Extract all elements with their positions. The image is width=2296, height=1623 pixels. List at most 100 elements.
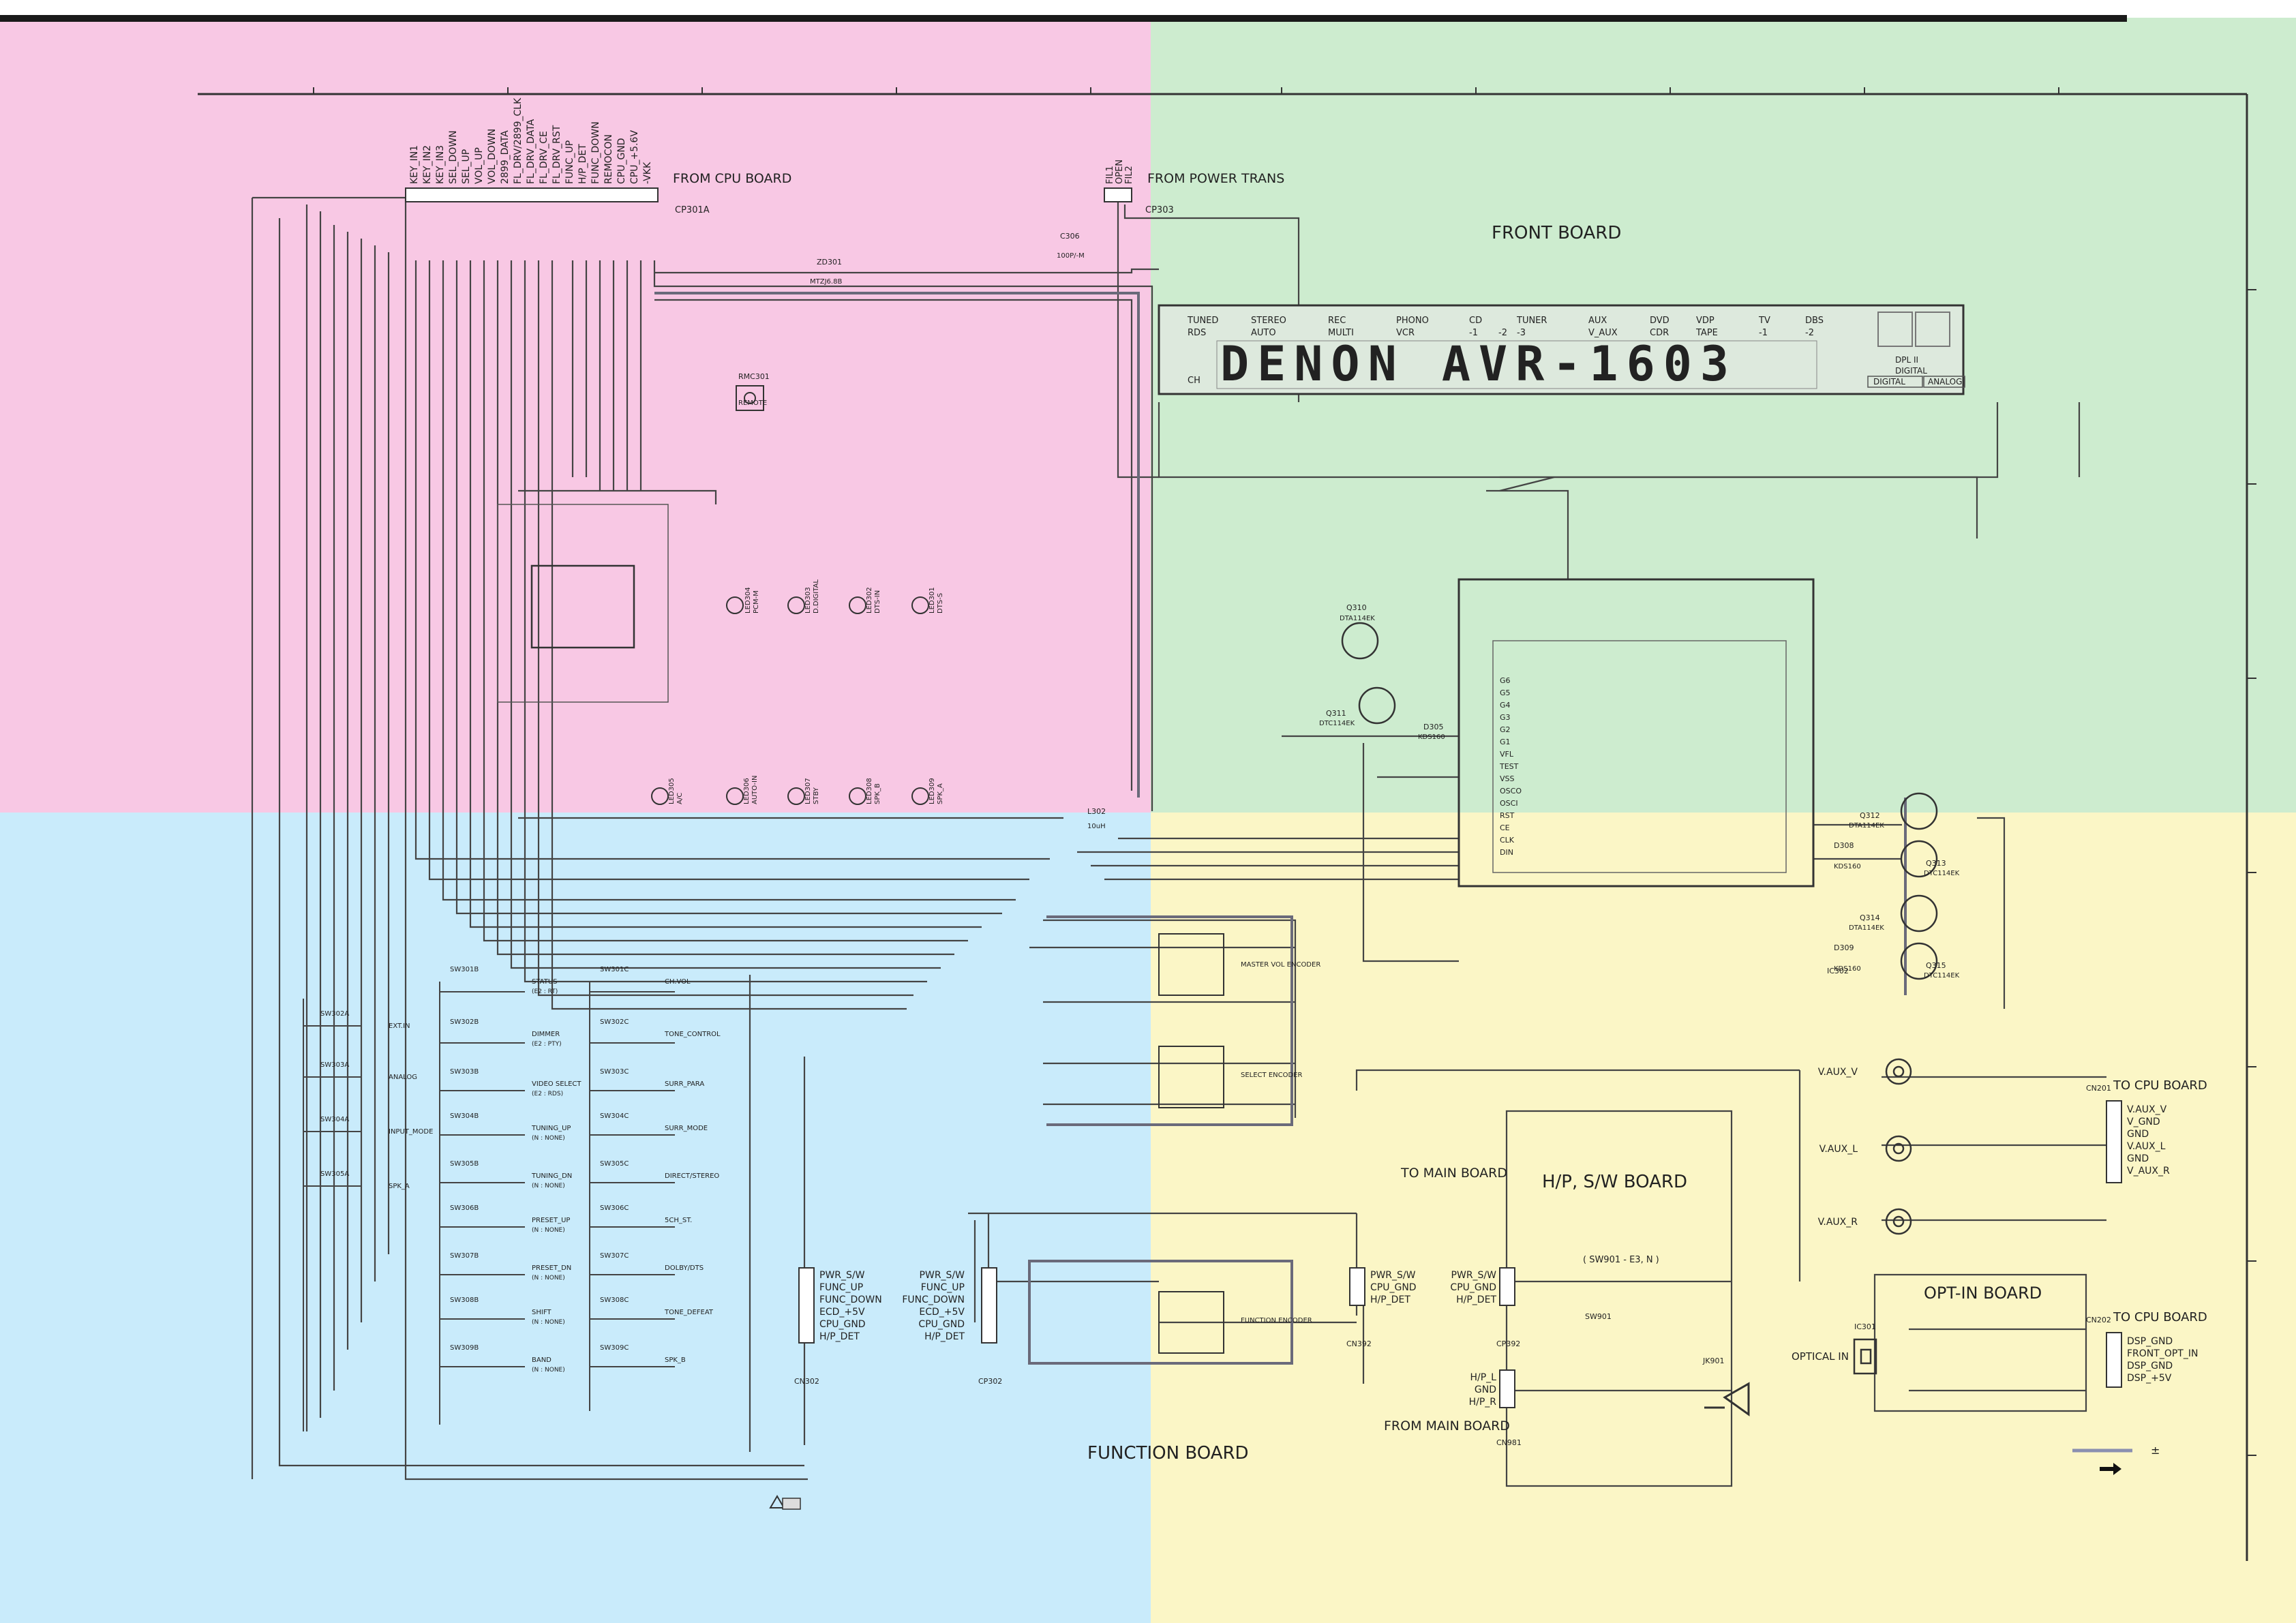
function-board-area — [0, 813, 1151, 1623]
d309-value: KDS160 — [1834, 965, 1861, 973]
led-desc-led305: A/C — [676, 793, 684, 804]
switch-ref-sw304b: SW304B — [450, 1112, 479, 1120]
cp303-pin-2: OPEN — [1115, 160, 1125, 184]
vfd-indicator-top-11: DBS — [1805, 316, 1824, 326]
to-cpu-board-label-1: TO CPU BOARD — [2113, 1078, 2207, 1093]
vfd-indicator-bottom-8: CDR — [1650, 328, 1669, 338]
legend — [2072, 1448, 2132, 1475]
ic302-pin-ce: CE — [1500, 823, 1510, 832]
cn981-pin-1: GND — [1475, 1384, 1496, 1395]
cp301-pin-17: CPU_GND — [616, 138, 627, 184]
vfd-indicator-bottom-11: -2 — [1805, 328, 1814, 338]
led-driver-chip — [497, 504, 669, 703]
switch-label-sw301b: STATUS — [532, 978, 558, 986]
switch-label-sw305b: TUNING_DN — [531, 1172, 572, 1180]
master-vol-encoder-label: MASTER VOL ENCODER — [1241, 961, 1320, 969]
switch-label-sw306b: PRESET_UP — [532, 1217, 570, 1224]
optical-in-label: OPTICAL IN — [1792, 1350, 1849, 1363]
cn302-pin-labels: PWR_S/WFUNC_UPFUNC_DOWNECD_+5VCPU_GNDH/P… — [819, 1270, 882, 1342]
cn202-pin-1: FRONT_OPT_IN — [2127, 1348, 2198, 1359]
hp-sw-board-title: H/P, S/W BOARD — [1542, 1172, 1687, 1192]
switch-ref-sw304a: SW304A — [320, 1116, 349, 1123]
cn201-pin-5: V_AUX_R — [2127, 1166, 2170, 1177]
vfd-indicators: TUNEDRDSSTEREOAUTORECMULTIPHONOVCRCD-1-2… — [1187, 316, 1824, 338]
ic302-chip — [1457, 578, 1815, 888]
ic302-pin-g4: G4 — [1500, 701, 1511, 710]
cp392-pin-0: PWR_S/W — [1451, 1270, 1497, 1281]
cp303-pin-1: FIL1 — [1105, 166, 1115, 184]
caution-mark — [769, 1495, 801, 1510]
switch-ref-sw305c: SW305C — [600, 1160, 629, 1168]
l302-value: 10uH — [1087, 823, 1106, 830]
cn302-pin-3: ECD_+5V — [819, 1307, 865, 1318]
headphone-jack — [1704, 1382, 1750, 1416]
led-ref-led309: LED309 — [928, 778, 936, 804]
cp302-ref: CP302 — [978, 1377, 1002, 1386]
cp301-pin-14: H/P_DET — [577, 144, 588, 184]
cn302-pin-4: CPU_GND — [819, 1319, 866, 1330]
switch-ref-sw302c: SW302C — [600, 1018, 629, 1026]
switch-sub-sw307b: (N : NONE) — [532, 1275, 565, 1281]
switch-sub-sw301b: (E2 : RT) — [532, 988, 558, 995]
front-board-title: FRONT BOARD — [1492, 223, 1621, 243]
to-main-board-label: TO MAIN BOARD — [1400, 1166, 1507, 1181]
switch-label-sw304a: INPUT_MODE — [389, 1128, 433, 1136]
function-encoder-label: FUNCTION ENCODER — [1241, 1317, 1312, 1324]
switch-label-sw305c: DIRECT/STEREO — [665, 1172, 719, 1180]
function-board-title: FUNCTION BOARD — [1087, 1443, 1249, 1463]
rca-jacks — [1885, 1058, 1912, 1235]
switch-contacts — [303, 982, 675, 1431]
cn981-ref: CN981 — [1496, 1438, 1522, 1447]
switch-sub-sw303b: (E2 : RDS) — [532, 1091, 563, 1097]
switch-label-sw308c: TONE_DEFEAT — [664, 1309, 714, 1316]
switch-ref-sw302a: SW302A — [320, 1010, 349, 1018]
switch-label-sw302a: EXT.IN — [389, 1022, 410, 1030]
switch-ref-sw305a: SW305A — [320, 1170, 349, 1178]
switch-sub-sw309b: (N : NONE) — [532, 1367, 565, 1374]
c306-value: 100P/-M — [1057, 252, 1085, 260]
from-main-board-label: FROM MAIN BOARD — [1384, 1419, 1510, 1434]
ic302-pin-test: TEST — [1499, 762, 1519, 771]
vaux-input-2: V.AUX_R — [1818, 1217, 1858, 1228]
ic302-pin-vfl: VFL — [1500, 750, 1514, 759]
switch-ref-sw307b: SW307B — [450, 1252, 479, 1260]
d308-value: KDS160 — [1834, 863, 1861, 870]
led-ref-led305: LED305 — [668, 778, 676, 804]
switch-label-sw303c: SURR_PARA — [665, 1080, 704, 1088]
switch-label-sw308b: SHIFT — [532, 1309, 552, 1316]
switch-sub-sw306b: (N : NONE) — [532, 1227, 565, 1234]
cp301-pin-16: REMOCON — [603, 134, 614, 184]
cn201-pin-2: GND — [2127, 1129, 2149, 1140]
q310-value: DTA114EK — [1340, 615, 1375, 622]
q311-ref: Q311 — [1326, 709, 1346, 718]
ic302-pin-vss: VSS — [1500, 774, 1515, 783]
q314-ref: Q314 — [1860, 913, 1880, 922]
vfd-indicator-bottom-4: -1 — [1469, 328, 1478, 338]
cn981-pin-2: H/P_R — [1469, 1397, 1497, 1408]
led-desc-led307: STBY — [813, 787, 820, 804]
switch-label-sw301c: CH.VOL — [665, 978, 691, 986]
cp301-pin-13: FUNC_UP — [564, 140, 575, 184]
vfd-indicator-bottom-1: AUTO — [1251, 328, 1276, 338]
switch-label-sw304c: SURR_MODE — [665, 1125, 708, 1132]
cn202-pin-3: DSP_+5V — [2127, 1373, 2172, 1384]
led-desc-led302: DTS-IN — [874, 590, 881, 613]
vfd-display — [1158, 304, 1965, 395]
switch-label-sw302c: TONE_CONTROL — [664, 1031, 721, 1038]
switch-ref-sw308b: SW308B — [450, 1296, 479, 1304]
vaux-input-0: V.AUX_V — [1818, 1067, 1858, 1078]
cp301-pin-11: FL_DRV_CE — [539, 131, 549, 184]
ic302-pin-g1: G1 — [1500, 738, 1511, 746]
cn302-pin-5: H/P_DET — [819, 1331, 860, 1342]
switch-ref-sw309b: SW309B — [450, 1344, 479, 1352]
switch-ref-sw303a: SW303A — [320, 1061, 349, 1069]
vfd-right-label-0: DPL II — [1895, 355, 1918, 365]
circuit-traces — [251, 196, 2106, 1487]
switch-ref-sw306c: SW306C — [600, 1204, 629, 1212]
ic302-pin-g3: G3 — [1500, 713, 1511, 722]
cp301-pin-3: KEY_IN3 — [435, 145, 446, 184]
